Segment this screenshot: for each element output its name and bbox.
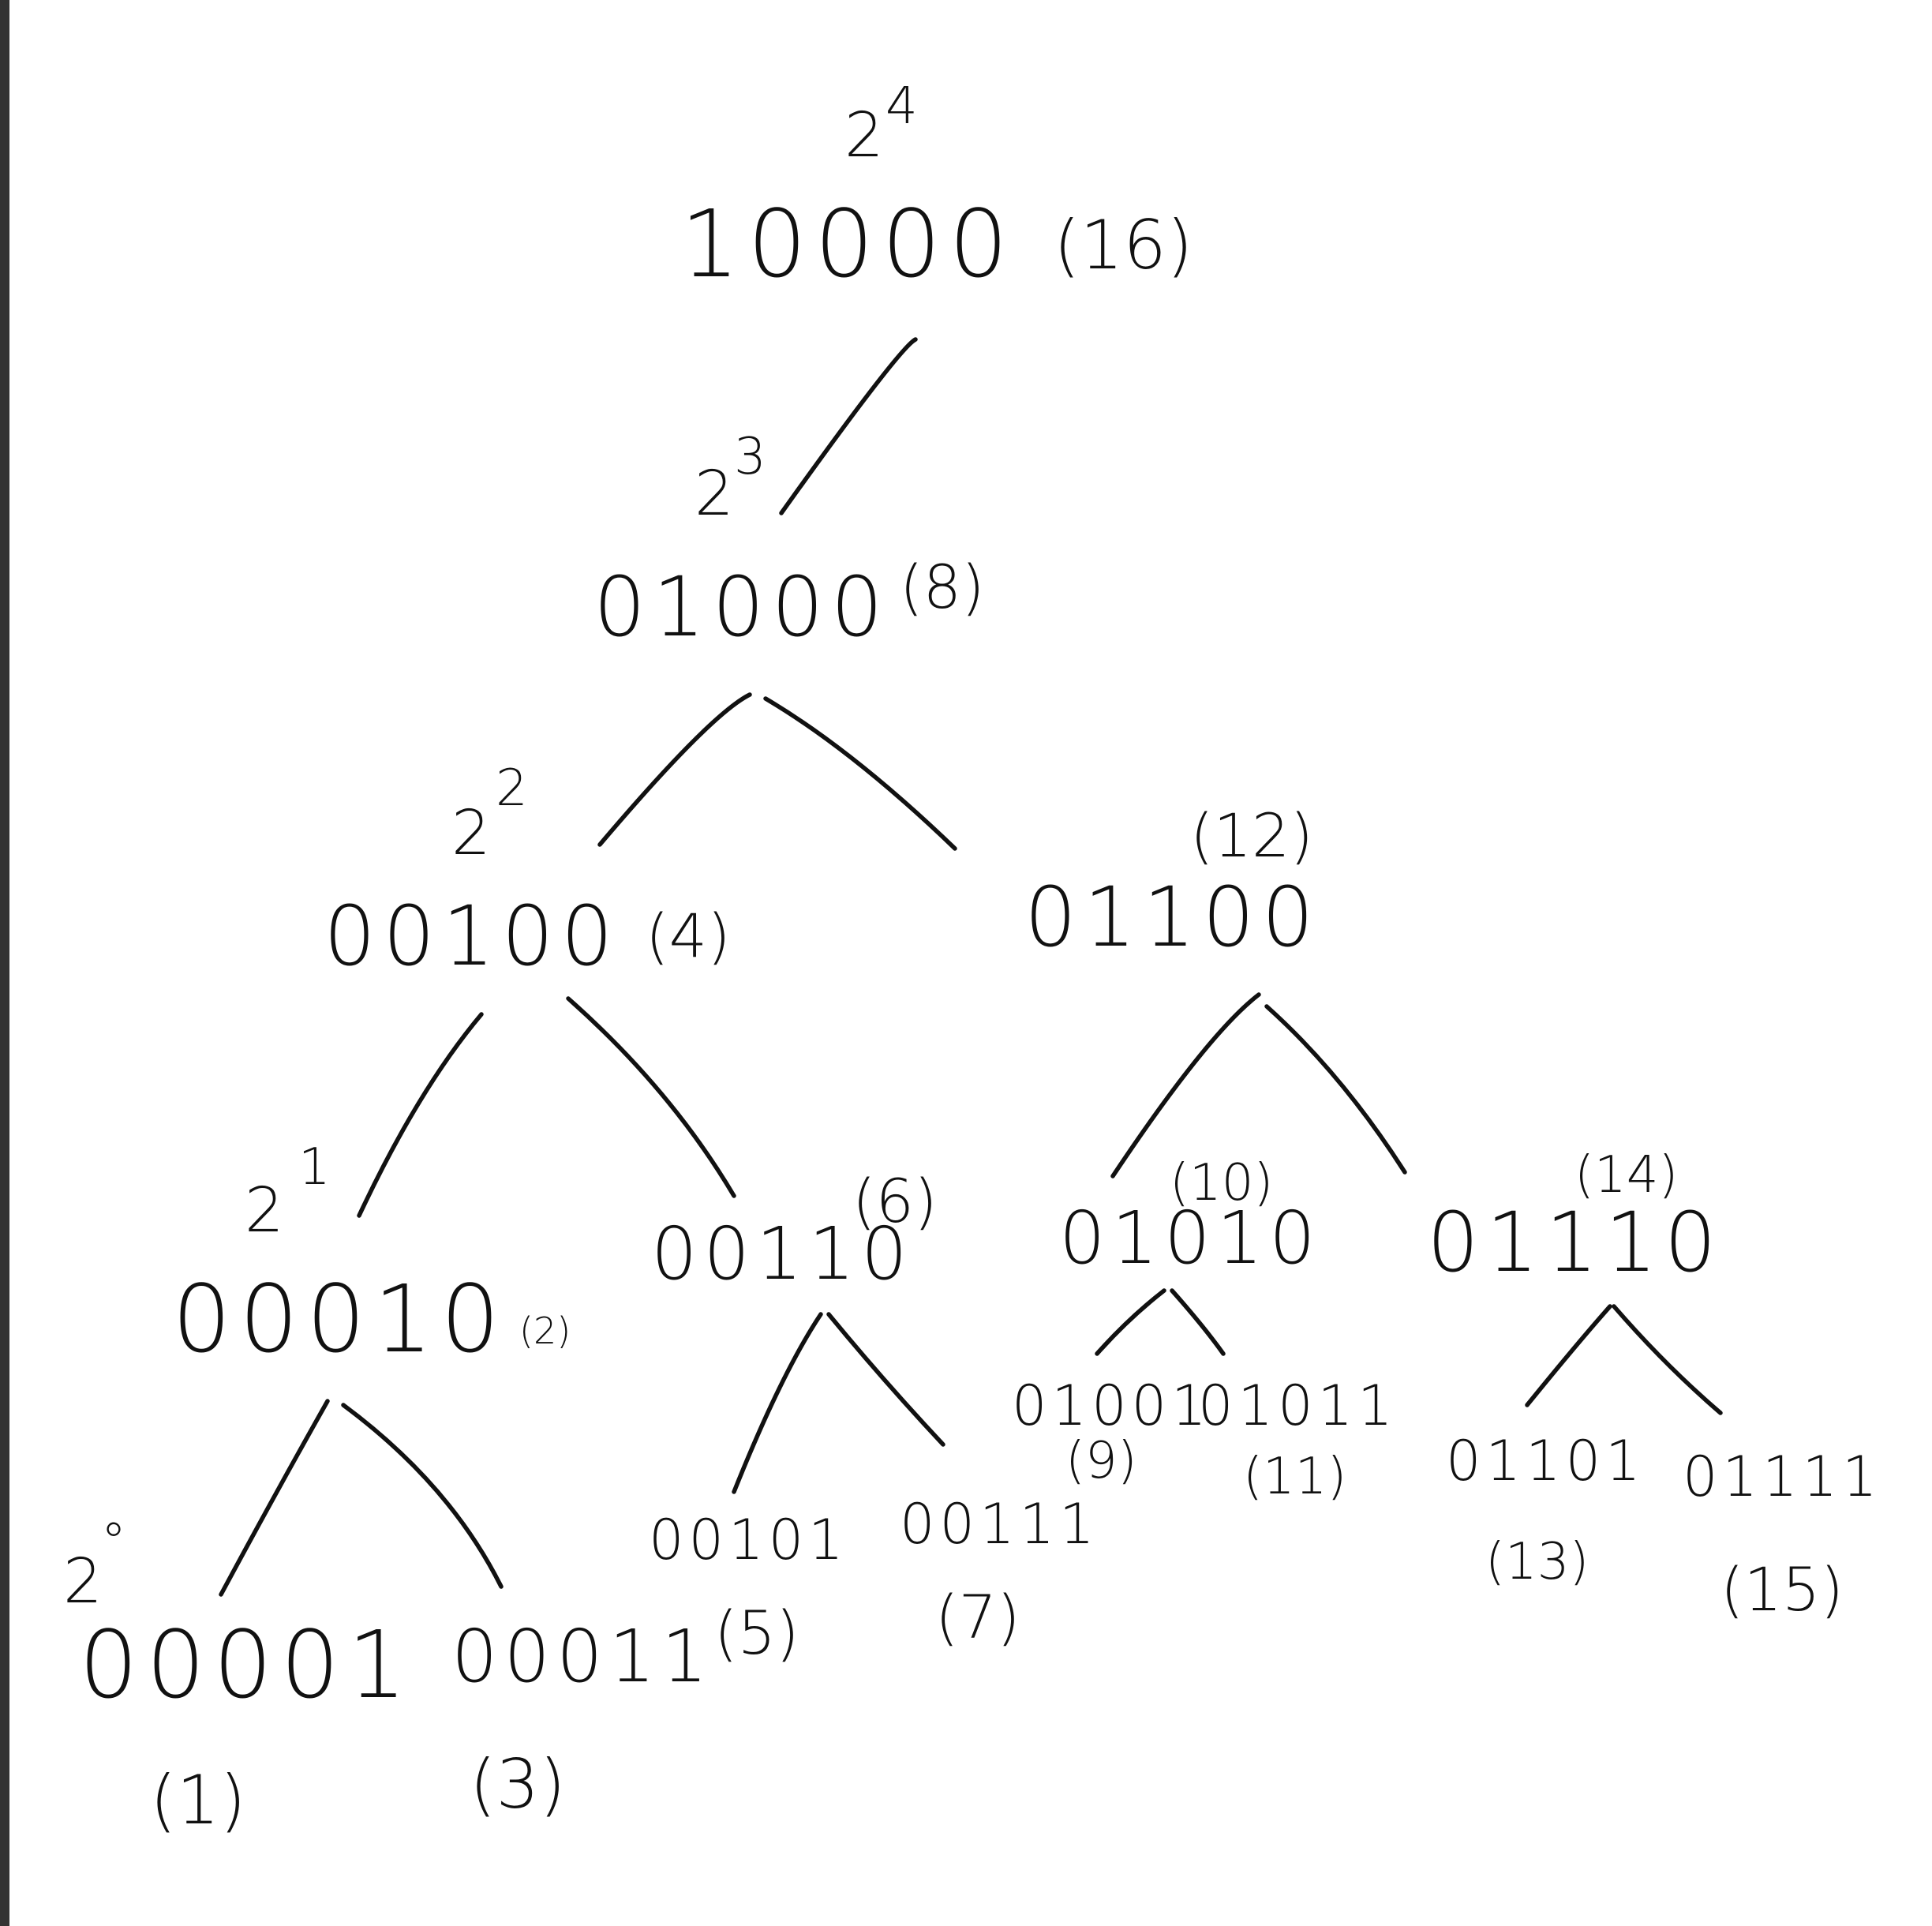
node-decimal: (3) (470, 1745, 566, 1824)
node-decimal: (15) (1720, 1554, 1844, 1624)
node-10: 01010 (10) (1059, 1154, 1322, 1280)
node-1: 00001 (1) (79, 1610, 414, 1840)
exponent-base: 2 (245, 1175, 284, 1246)
node-binary: 01100 (1024, 869, 1321, 965)
edge-6-7 (826, 1312, 945, 1447)
level-label-2-1: 2 1 (245, 1138, 331, 1246)
edge-8-12 (763, 696, 957, 851)
node-4: 00100 (4) (324, 888, 731, 984)
edge-2-3 (341, 1403, 504, 1589)
node-decimal: (7) (935, 1582, 1020, 1652)
node-binary: 01001 (1012, 1373, 1211, 1438)
node-decimal: (6) (852, 1166, 938, 1236)
node-binary: 01010 (1059, 1196, 1322, 1280)
node-decimal: (4) (646, 901, 731, 971)
node-decimal: (8) (900, 552, 985, 622)
edge-4-6 (566, 996, 736, 1198)
node-decimal: (14) (1574, 1146, 1678, 1205)
node-decimal: (12) (1190, 800, 1313, 871)
node-binary: 10000 (680, 189, 1016, 298)
level-label-2-2: 2 2 (451, 759, 528, 869)
edge-16-8 (779, 337, 918, 515)
level-label-2-4: 2 4 (844, 77, 918, 171)
level-label-2-0: 2 ° (63, 1513, 126, 1617)
node-8: 01000 (8) (593, 552, 985, 655)
node-binary: 01011 (1198, 1373, 1398, 1438)
exponent-base: 2 (63, 1546, 103, 1617)
node-9: 01001 (9) (1012, 1373, 1211, 1490)
node-binary: 01111 (1683, 1444, 1882, 1509)
node-15: 01111 (15) (1683, 1444, 1882, 1624)
node-binary: 00100 (324, 888, 620, 984)
node-decimal: (10) (1170, 1154, 1273, 1212)
edge-14-13 (1525, 1304, 1612, 1407)
node-decimal: (16) (1054, 206, 1193, 285)
edge-2-1 (219, 1399, 330, 1597)
node-12: 01100 (12) (1024, 800, 1321, 965)
exponent-power: 2 (496, 759, 528, 818)
node-binary: 00111 (900, 1492, 1099, 1557)
node-decimal: (13) (1485, 1533, 1589, 1591)
exponent-base: 2 (695, 459, 734, 530)
level-label-2-3: 2 3 (695, 428, 766, 530)
node-11: 01011 (11) (1198, 1373, 1398, 1506)
edge-12-10 (1110, 992, 1261, 1178)
edge-4-2 (357, 1012, 484, 1218)
node-6: 00110 (6) (651, 1166, 938, 1296)
edge-10-9 (1095, 1288, 1166, 1356)
node-decimal: (11) (1243, 1448, 1346, 1506)
exponent-base: 2 (844, 100, 884, 171)
node-2: 00010 (2) (172, 1265, 571, 1373)
level-labels: 2 4 2 3 2 2 2 1 2 ° (63, 77, 918, 1617)
edge-6-5 (732, 1312, 823, 1494)
exponent-power: 1 (298, 1138, 331, 1197)
node-binary: 01000 (593, 559, 890, 655)
edge-14-15 (1612, 1304, 1723, 1415)
node-13: 01101 (13) (1446, 1429, 1646, 1591)
node-binary: 00011 (451, 1614, 714, 1699)
node-decimal: (1) (150, 1761, 246, 1840)
exponent-power: ° (101, 1513, 126, 1572)
node-binary: 00010 (172, 1265, 507, 1373)
node-16: 10000 (16) (680, 189, 1193, 298)
node-5: 00101 (5) (649, 1508, 848, 1668)
node-decimal: (2) (519, 1310, 571, 1352)
tree-edges (219, 337, 1723, 1597)
node-3: 00011 (3) (451, 1614, 714, 1824)
node-binary: 00101 (649, 1508, 848, 1572)
edge-10-11 (1170, 1288, 1226, 1356)
edge-8-4 (597, 692, 752, 847)
page-left-border (0, 0, 9, 1926)
node-decimal: (9) (1065, 1432, 1137, 1490)
node-binary: 01101 (1446, 1429, 1646, 1493)
node-binary: 00001 (79, 1610, 414, 1719)
tree-nodes: 10000 (16) 01000 (8) 00100 (4) 01100 (12… (79, 189, 1882, 1840)
node-decimal: (5) (714, 1598, 799, 1668)
exponent-base: 2 (451, 798, 491, 869)
node-7: 00111 (7) (900, 1492, 1099, 1652)
node-14: 01110 (14) (1427, 1146, 1724, 1291)
exponent-power: 3 (734, 428, 766, 486)
node-binary: 01110 (1427, 1194, 1724, 1291)
node-binary: 00110 (651, 1212, 914, 1296)
exponent-power: 4 (886, 77, 918, 136)
edge-12-14 (1264, 1004, 1407, 1175)
